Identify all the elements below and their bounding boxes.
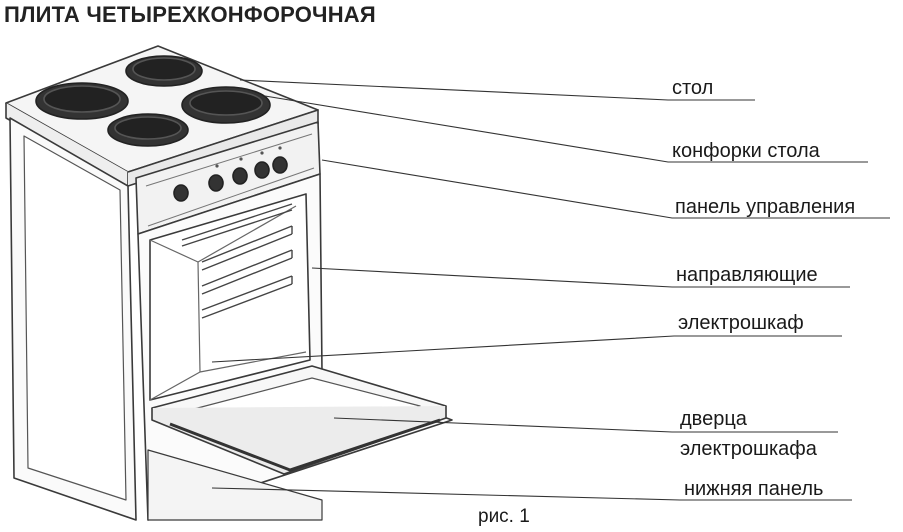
label-napravl: направляющие [676,264,818,286]
leader-napravl [311,267,850,288]
leader-dverca [333,417,838,433]
diagram-title: ПЛИТА ЧЕТЫРЕХКОНФОРОЧНАЯ [4,2,376,27]
leader-lines [211,79,890,501]
label-dverca-1: дверца [680,408,747,430]
leader-niz [211,487,852,501]
label-dverca-2: электрошкафа [680,438,817,460]
leader-stol [239,79,755,101]
leader-konforki [264,95,868,163]
label-shkaf: электрошкаф [678,312,804,334]
figure-caption: рис. 1 [478,506,530,527]
door-handle [169,418,441,472]
label-konforki: конфорки стола [672,140,820,162]
label-panel: панель управления [675,196,856,218]
label-stol: стол [672,77,714,99]
burners [35,55,271,147]
stove-drawing [5,45,453,521]
bottom-panel [147,449,323,521]
label-niz: нижняя панель [684,478,824,500]
leader-panel [321,159,890,219]
leader-shkaf [211,335,842,363]
oven-cavity [149,193,311,401]
oven-rails [181,203,293,319]
